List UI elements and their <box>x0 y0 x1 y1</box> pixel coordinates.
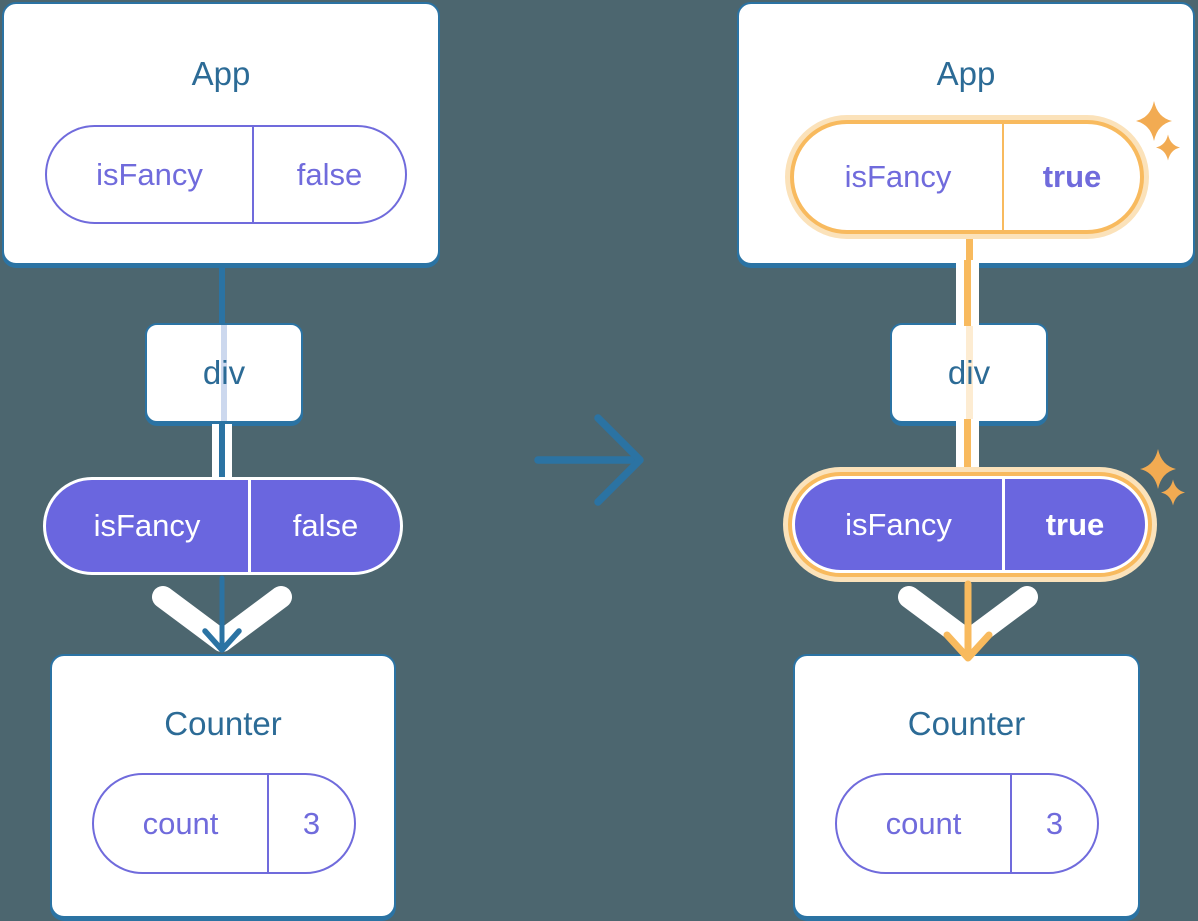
state-key: count <box>885 805 962 841</box>
prop-key: isFancy <box>93 508 201 543</box>
prop-key: isFancy <box>845 506 952 542</box>
transition-arrow-icon <box>534 414 644 506</box>
connector-div-pill <box>956 419 979 478</box>
prop-value: true <box>1045 506 1105 542</box>
pill-divider <box>1010 775 1012 872</box>
connector-pill-stub <box>966 232 973 267</box>
state-pill: count 3 <box>835 773 1099 874</box>
pass-through-line <box>221 325 227 421</box>
div-label: div <box>202 354 246 391</box>
pill-divider <box>1002 479 1005 570</box>
prop-pill-highlighted: isFancy true <box>790 120 1144 234</box>
counter-card-after: Counter count 3 <box>793 654 1140 918</box>
connector-app-div <box>956 260 979 326</box>
app-card-after: App isFancy true <box>737 2 1195 267</box>
passed-prop-pill-highlighted: isFancy true <box>792 476 1148 573</box>
sparkle-icon <box>1161 479 1185 506</box>
div-node-before: div <box>145 323 303 423</box>
connector-div-pill <box>212 424 232 477</box>
passed-prop-pill: isFancy false <box>43 477 403 575</box>
pass-down-arrow-icon <box>898 580 1038 662</box>
prop-value: false <box>292 508 359 543</box>
component-title: App <box>936 55 996 92</box>
component-title: Counter <box>164 705 282 742</box>
pill-divider <box>267 775 269 872</box>
component-title: App <box>191 55 251 92</box>
counter-card-before: Counter count 3 <box>50 654 396 918</box>
state-pill: count 3 <box>92 773 356 874</box>
prop-pill: isFancy false <box>45 125 407 224</box>
app-card-before: App isFancy false <box>2 2 440 265</box>
state-key: count <box>142 805 219 841</box>
div-node-after: div <box>890 323 1048 423</box>
pass-through-line <box>965 325 973 421</box>
state-value: 3 <box>302 805 321 841</box>
pill-divider <box>1002 124 1004 230</box>
div-label: div <box>947 354 991 391</box>
sparkle-icon <box>1136 101 1172 141</box>
prop-key: isFancy <box>96 156 203 192</box>
state-value: 3 <box>1045 805 1064 841</box>
prop-key: isFancy <box>844 159 952 194</box>
prop-value: true <box>1042 159 1102 194</box>
pill-divider <box>248 480 251 572</box>
sparkle-icon <box>1156 134 1180 161</box>
component-title: Counter <box>907 705 1026 742</box>
prop-value: false <box>296 156 363 192</box>
pass-down-arrow-icon <box>152 575 292 653</box>
connector-app-div <box>219 263 225 325</box>
sparkle-icon <box>1140 449 1176 489</box>
pill-divider <box>252 127 254 222</box>
